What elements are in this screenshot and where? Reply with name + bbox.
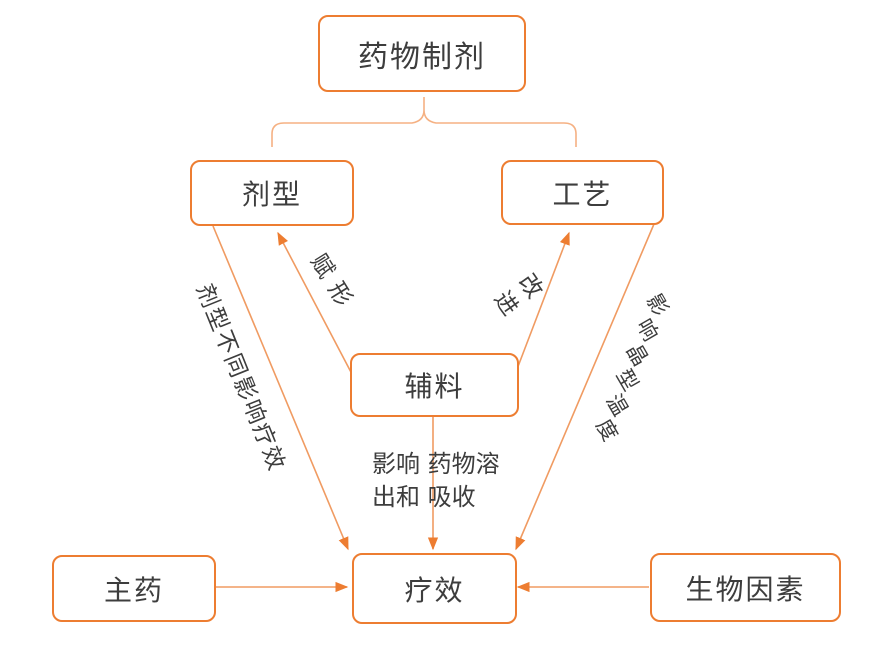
- node-efficacy: 疗效: [352, 553, 517, 624]
- edge-label-dissolution-absorption: 影响 药物溶 出和 吸收: [372, 450, 500, 511]
- brace-connector: [271, 97, 577, 147]
- node-drug-preparation: 药物制剂: [318, 15, 526, 92]
- node-dosage-form-label: 剂型: [241, 178, 302, 211]
- node-drug-preparation-label: 药物制剂: [358, 39, 486, 75]
- node-process-label: 工艺: [552, 177, 613, 211]
- connector-process-to-efficacy: [515, 223, 655, 551]
- node-process: 工艺: [501, 160, 664, 225]
- node-excipients: 辅料: [350, 353, 519, 417]
- node-dosage-form: 剂型: [190, 160, 354, 226]
- node-excipients-label: 辅料: [404, 370, 465, 403]
- node-main-drug: 主药: [52, 555, 216, 622]
- connector-dosageform-to-efficacy: [212, 225, 349, 551]
- node-main-drug-label: 主药: [103, 573, 164, 607]
- node-efficacy-label: 疗效: [404, 573, 465, 607]
- connector-excipients-to-process: [513, 231, 570, 378]
- node-biological-factors-label: 生物因素: [685, 572, 806, 606]
- connector-excipients-to-dosageform: [277, 231, 354, 377]
- node-biological-factors: 生物因素: [650, 553, 841, 622]
